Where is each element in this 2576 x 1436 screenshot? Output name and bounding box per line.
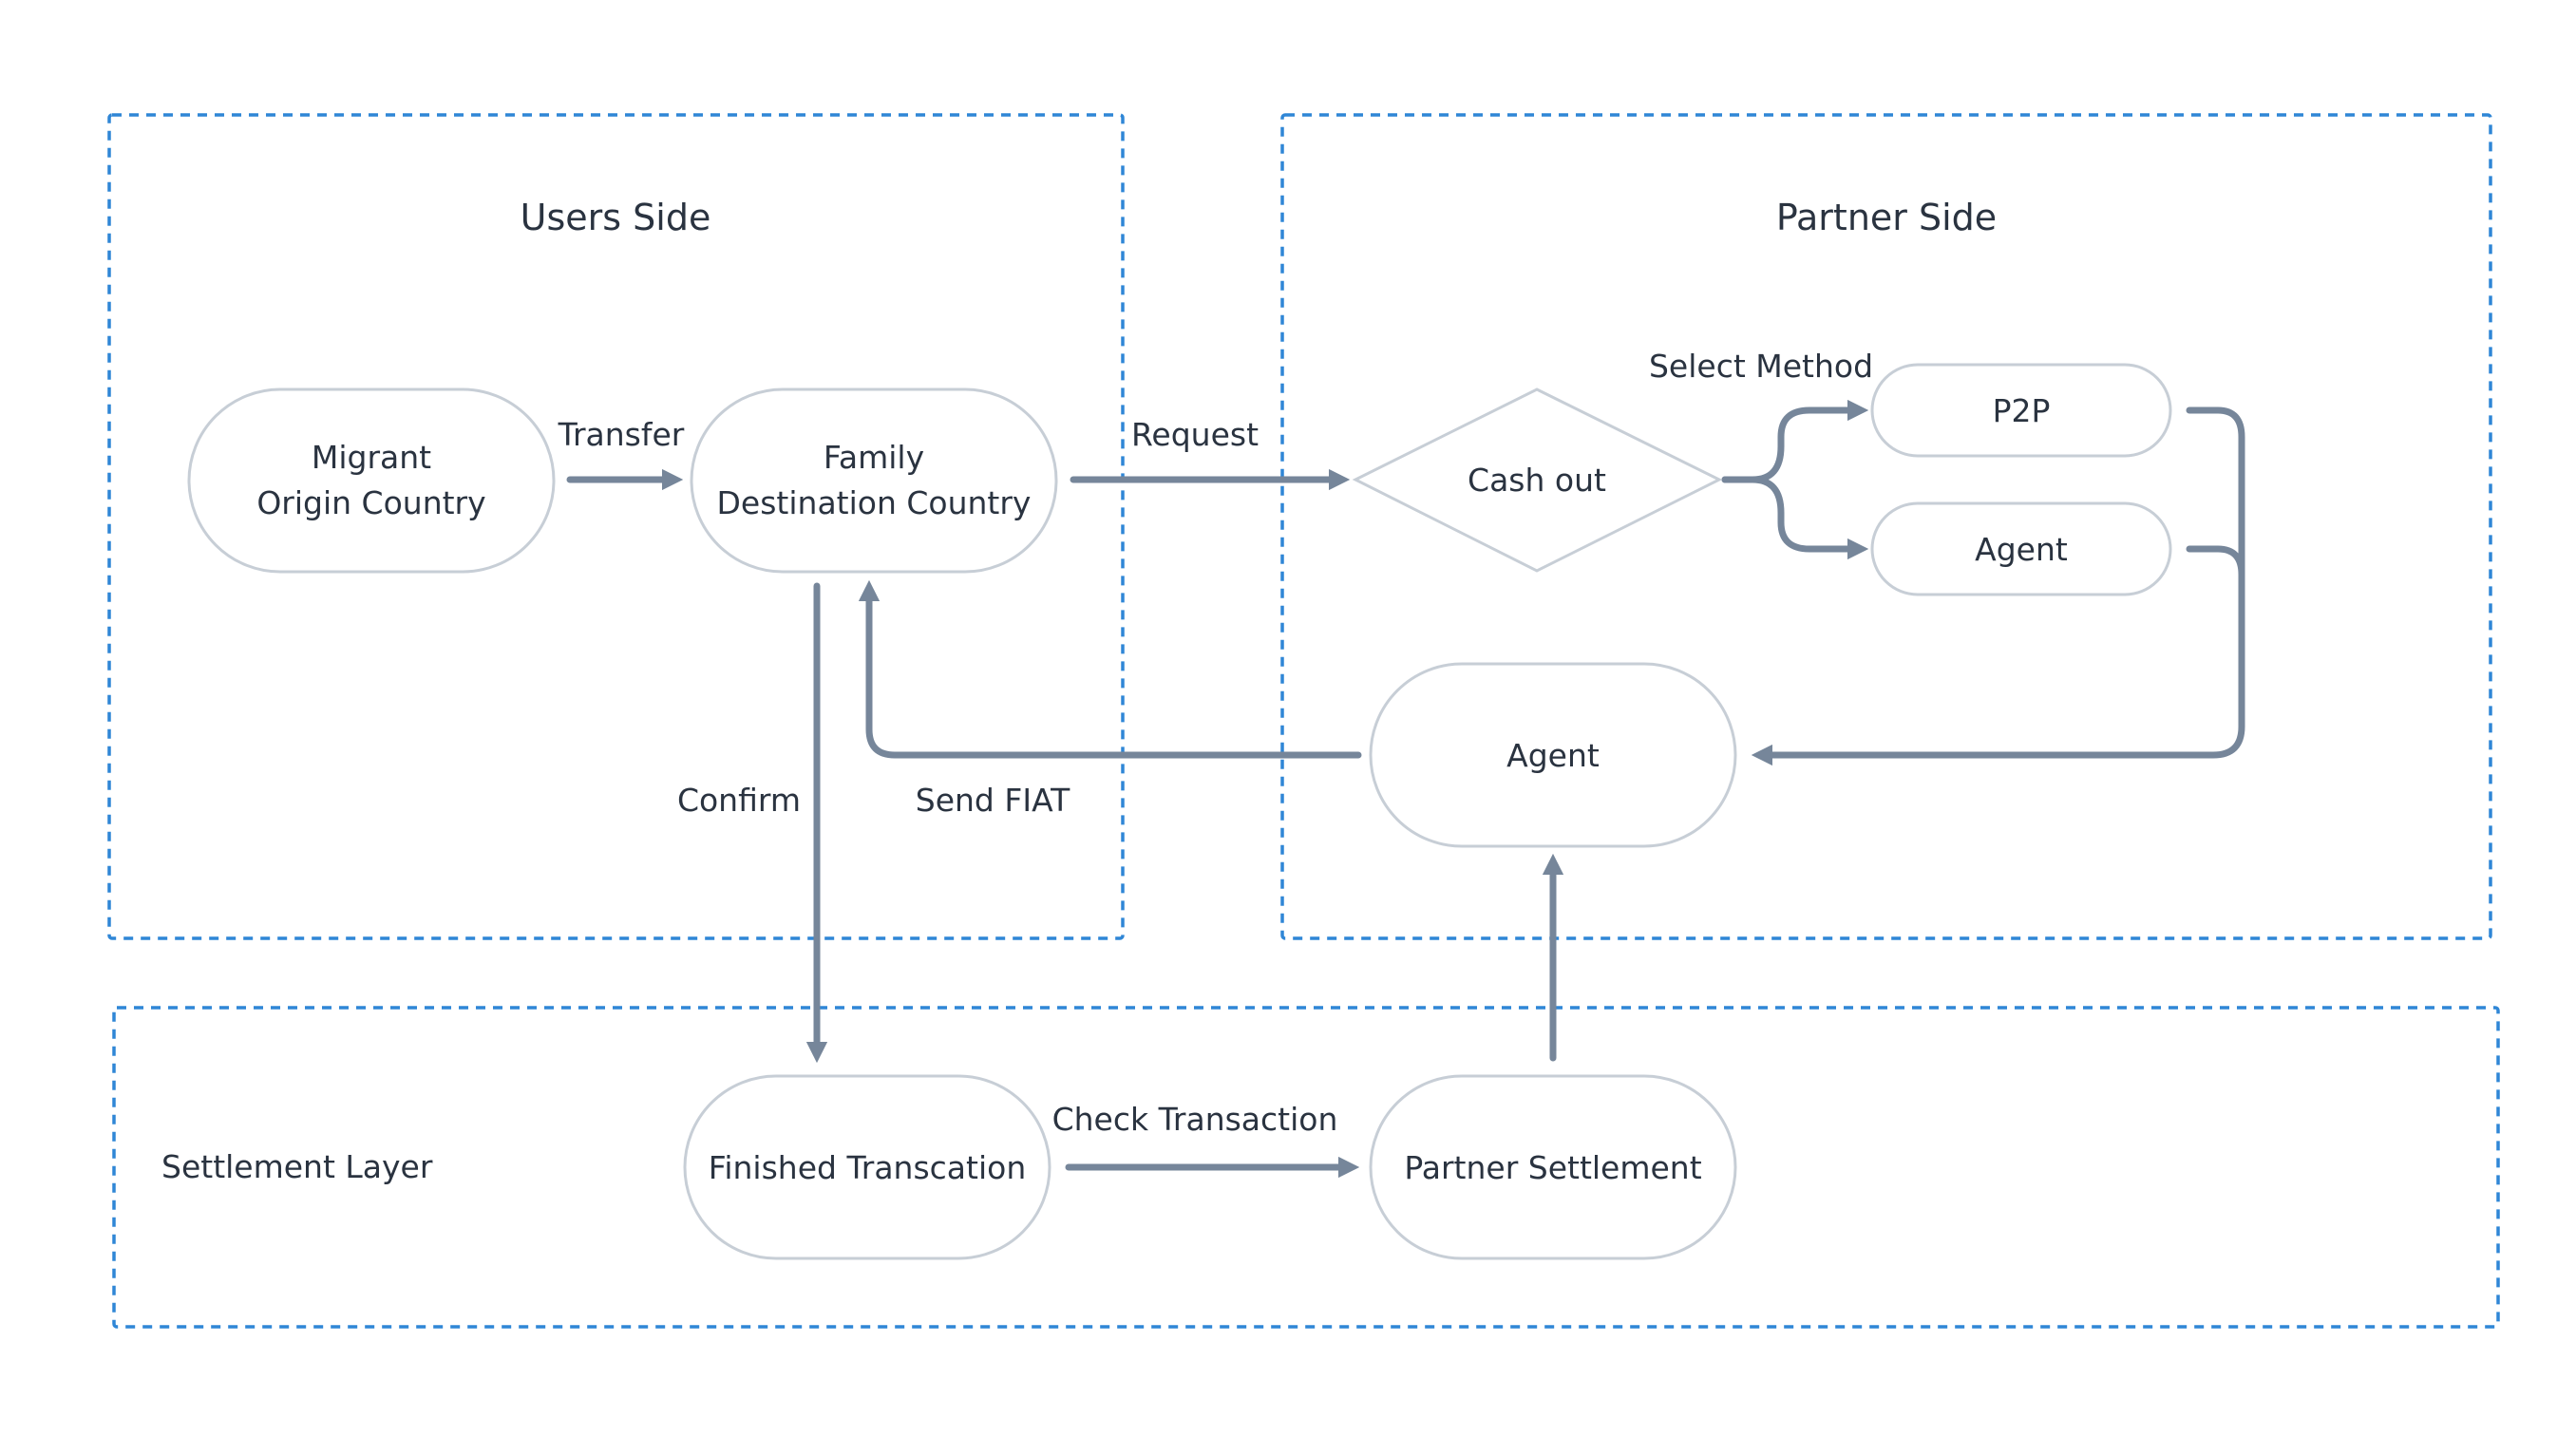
- finished-transaction-node: Finished Transcation: [683, 1074, 1051, 1260]
- agent-option-to-agent-connector: [2186, 545, 2245, 578]
- cash-out-node: Cash out: [1352, 387, 1723, 573]
- p2p-to-agent-arrow: [1751, 406, 2245, 766]
- select-p2p-arrow: [1721, 399, 1869, 483]
- request-label: Request: [1131, 416, 1259, 453]
- select-agent-arrow: [1721, 476, 1869, 560]
- agent-node: Agent: [1369, 662, 1737, 848]
- origin-country-label: Origin Country: [256, 484, 485, 521]
- settlement-layer-zone: Settlement Layer: [112, 1006, 2500, 1329]
- partner-side-title: Partner Side: [1776, 197, 1997, 238]
- cash-out-label: Cash out: [1468, 462, 1606, 499]
- migrant-label: Migrant: [312, 439, 431, 476]
- partner-side-zone: Partner Side: [1280, 113, 2492, 940]
- users-side-zone: Users Side: [107, 113, 1125, 940]
- family-destination-node: Family Destination Country: [690, 387, 1058, 574]
- transfer-label: Transfer: [558, 416, 685, 453]
- settlement-layer-border: [112, 1006, 2500, 1329]
- agent-option-label: Agent: [1975, 531, 2068, 568]
- cash-out-diamond: [1352, 387, 1723, 573]
- confirm-label: Confirm: [677, 782, 801, 819]
- send-fiat-arrow: [858, 579, 1362, 759]
- partner-settlement-shape: [1369, 1074, 1737, 1260]
- finished-transaction-shape: [683, 1074, 1051, 1260]
- edge-labels: Transfer Request Select Method Confirm S…: [558, 348, 1873, 1138]
- users-side-border: [107, 113, 1125, 940]
- settlement-layer-title: Settlement Layer: [161, 1148, 433, 1185]
- family-label: Family: [824, 439, 924, 476]
- destination-country-label: Destination Country: [717, 484, 1032, 521]
- send-fiat-label: Send FIAT: [916, 782, 1070, 819]
- p2p-node: P2P: [1870, 363, 2172, 458]
- p2p-label: P2P: [1993, 392, 2051, 429]
- partner-side-border: [1280, 113, 2492, 940]
- p2p-shape: [1870, 363, 2172, 458]
- family-destination-shape: [690, 387, 1058, 574]
- select-method-label: Select Method: [1649, 348, 1873, 385]
- migrant-origin-shape: [187, 387, 556, 574]
- finished-transaction-label: Finished Transcation: [709, 1149, 1026, 1186]
- migrant-origin-node: Migrant Origin Country: [187, 387, 556, 574]
- partner-settlement-label: Partner Settlement: [1404, 1149, 1701, 1186]
- agent-option-shape: [1870, 501, 2172, 596]
- edges: [566, 399, 2245, 1179]
- users-side-title: Users Side: [521, 197, 711, 238]
- partner-settlement-node: Partner Settlement: [1369, 1074, 1737, 1260]
- check-transaction-label: Check Transaction: [1052, 1101, 1338, 1138]
- agent-option-node: Agent: [1870, 501, 2172, 596]
- agent-shape: [1369, 662, 1737, 848]
- agent-label: Agent: [1506, 737, 1600, 774]
